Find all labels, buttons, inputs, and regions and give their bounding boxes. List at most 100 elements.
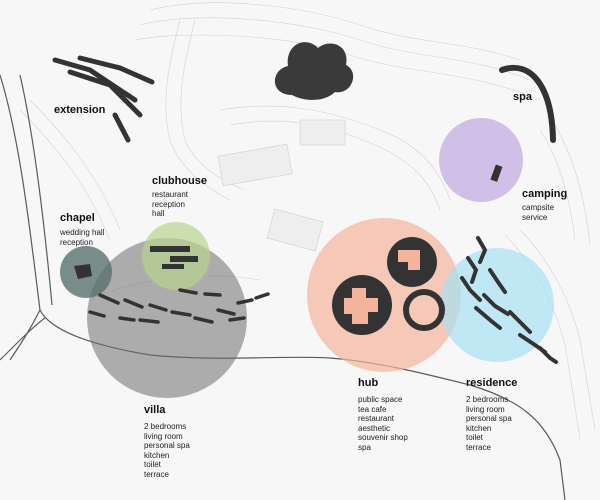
central-building xyxy=(274,42,354,100)
parking-areas xyxy=(217,119,346,252)
hub-building-ring xyxy=(403,289,445,331)
extension-building xyxy=(77,55,155,85)
road-edge xyxy=(0,317,46,361)
residence-program-item: toilet xyxy=(466,433,483,443)
residence-program-item: 2 bedrooms xyxy=(466,395,509,404)
road-edge xyxy=(19,74,53,306)
villa-building xyxy=(148,303,168,312)
villa-building xyxy=(203,292,222,297)
villa-building xyxy=(170,310,192,317)
clubhouse-program-item: reception xyxy=(152,199,185,209)
contour-line xyxy=(134,34,541,101)
clubhouse-label: clubhouse xyxy=(152,175,208,187)
spa-label: spa xyxy=(513,91,532,103)
contour-line xyxy=(139,17,531,81)
hub-program-item: aesthetic xyxy=(358,423,391,433)
extension-building xyxy=(67,69,143,118)
chapel-building xyxy=(74,264,92,279)
camping-program-list: campsite service xyxy=(522,203,554,222)
extension-label: extension xyxy=(54,104,106,116)
extension-building xyxy=(112,112,131,143)
contour-line xyxy=(149,2,521,61)
villa-building xyxy=(123,298,144,309)
chapel-label: chapel xyxy=(60,212,95,224)
camping-zone-circle xyxy=(439,118,523,202)
residence-building xyxy=(474,306,502,330)
residence-building xyxy=(482,293,510,316)
contour-line xyxy=(229,120,441,211)
villa-building xyxy=(236,298,254,305)
hub-program-item: souvenir shop xyxy=(358,433,408,443)
villa-building xyxy=(216,308,236,316)
villa-buildings xyxy=(88,288,270,324)
extension-buildings xyxy=(52,55,155,143)
spa-building xyxy=(499,64,556,143)
clubhouse-building xyxy=(150,246,198,269)
villa-zone-circle xyxy=(87,238,247,398)
villa-program-item: terrace xyxy=(144,469,169,479)
hub-program-list: public space tea cafe restaurant aesthet… xyxy=(358,395,408,453)
residence-program-item: terrace xyxy=(466,442,491,452)
hub-buildings xyxy=(332,237,445,335)
chapel-program-item: reception xyxy=(60,237,93,247)
villa-building xyxy=(88,310,106,318)
residence-buildings xyxy=(460,236,558,364)
hub-program-item: spa xyxy=(358,442,371,452)
residence-program-item: living room xyxy=(466,404,505,414)
residence-program-item: kitchen xyxy=(466,423,492,433)
hub-building-void xyxy=(344,288,378,324)
contour-line xyxy=(29,99,121,231)
contour-line xyxy=(519,229,596,431)
villa-label: villa xyxy=(144,404,166,416)
clubhouse-wing xyxy=(150,246,190,252)
villa-building xyxy=(118,316,136,322)
camping-label: camping xyxy=(522,188,568,200)
villa-building xyxy=(193,316,214,324)
parking-lot xyxy=(299,119,346,146)
villa-building xyxy=(98,293,120,305)
contour-line xyxy=(180,19,246,191)
clubhouse-program-list: restaurant reception hall xyxy=(152,190,188,219)
residence-building xyxy=(488,268,507,294)
parking-lot xyxy=(266,208,324,252)
residence-building xyxy=(466,256,479,284)
extension-building xyxy=(52,57,138,103)
villa-building xyxy=(254,292,270,300)
villa-program-item: living room xyxy=(144,431,183,441)
villa-program-list: 2 bedrooms living room personal spa kitc… xyxy=(144,422,190,480)
contour-line xyxy=(165,19,231,201)
contour-line xyxy=(539,129,576,241)
contour-line xyxy=(19,109,111,241)
residence-label: residence xyxy=(466,377,518,389)
villa-building xyxy=(228,316,246,322)
residence-building xyxy=(476,236,488,264)
residence-building xyxy=(460,276,482,302)
road-edge xyxy=(9,309,41,361)
villa-program-item: personal spa xyxy=(144,441,190,451)
clubhouse-wing xyxy=(170,256,198,262)
hub-label: hub xyxy=(358,377,379,389)
hub-program-item: public space xyxy=(358,395,403,404)
residence-program-list: 2 bedrooms living room personal spa kitc… xyxy=(466,395,512,453)
camping-program-item: campsite xyxy=(522,203,555,212)
residence-building xyxy=(508,310,532,334)
terrain-contours xyxy=(19,2,596,441)
villa-program-item: toilet xyxy=(144,460,161,470)
clubhouse-wing xyxy=(162,264,184,269)
clubhouse-program-item: hall xyxy=(152,209,165,219)
villa-building xyxy=(138,318,160,324)
villa-program-item: kitchen xyxy=(144,450,170,460)
villa-building xyxy=(178,288,198,295)
villa-program-item: 2 bedrooms xyxy=(144,422,187,431)
hub-program-item: restaurant xyxy=(358,414,395,424)
hub-building-void xyxy=(398,250,420,270)
hub-program-item: tea cafe xyxy=(358,404,387,414)
clubhouse-program-item: restaurant xyxy=(152,190,189,199)
residence-building xyxy=(538,346,558,364)
camping-service-building xyxy=(490,164,503,182)
camping-program-item: service xyxy=(522,212,548,222)
contour-line xyxy=(219,105,451,201)
parking-lot xyxy=(217,143,293,187)
chapel-program-list: wedding hall reception xyxy=(60,228,104,247)
